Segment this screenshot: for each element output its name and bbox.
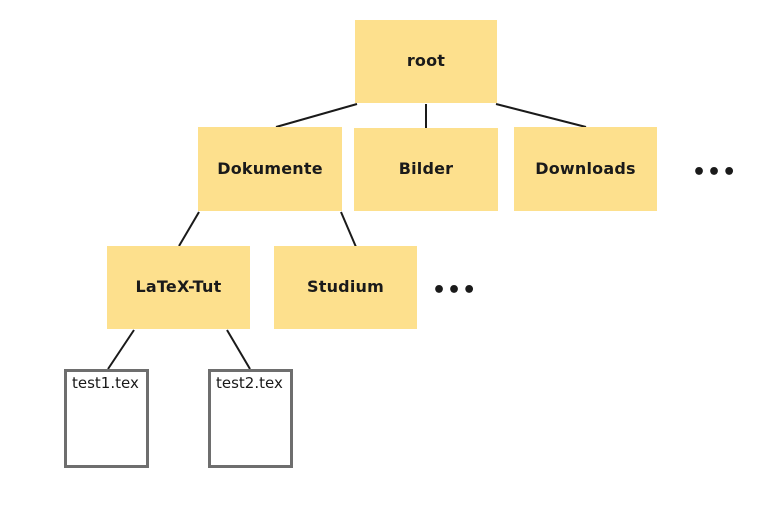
node-label: Bilder [398,159,454,179]
folder-node-downloads[interactable]: Downloads [514,127,657,211]
edge-root-to-downloads [495,103,587,128]
folder-node-latex-tut[interactable]: LaTeX-Tut [107,246,250,329]
node-label: test2.tex [216,374,283,392]
ellipsis-row3: ••• [432,278,478,303]
folder-node-root[interactable]: root [355,20,497,103]
edge-dokumente-to-latex-tut [178,211,200,247]
node-label: root [406,51,446,71]
file-node-test1[interactable]: test1.tex [64,369,149,468]
ellipsis-row2: ••• [692,160,738,185]
folder-node-bilder[interactable]: Bilder [354,128,498,211]
file-node-test2[interactable]: test2.tex [208,369,293,468]
folder-node-dokumente[interactable]: Dokumente [198,127,342,211]
node-label: Downloads [535,158,636,178]
folder-node-studium[interactable]: Studium [274,246,417,329]
node-label: Dokumente [217,158,323,178]
edge-root-to-dokumente [275,103,358,128]
node-label: test1.tex [72,374,139,392]
edge-latex-tut-to-test1 [107,329,135,370]
node-label: LaTeX-Tut [135,277,222,297]
edge-latex-tut-to-test2 [226,329,251,370]
edge-dokumente-to-studium [340,211,357,248]
node-label: Studium [307,277,384,297]
